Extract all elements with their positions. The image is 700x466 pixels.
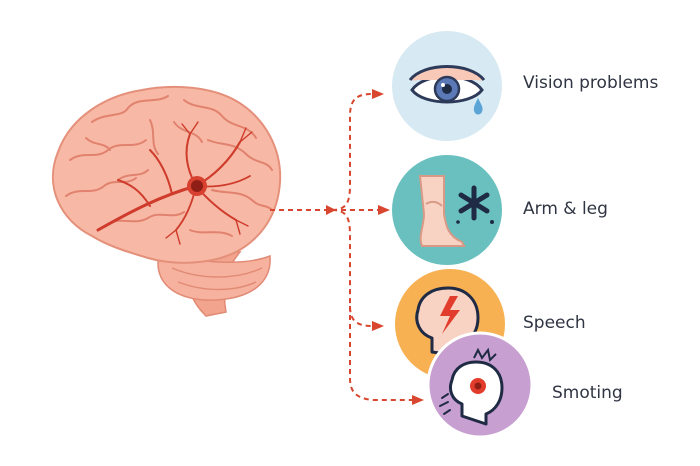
brain-folds: [65, 95, 273, 237]
connector-arrows: [270, 93, 412, 401]
arm-leg-icon-circle: [392, 155, 502, 265]
speech-label: Speech: [523, 313, 586, 333]
leg-pain-icon: [418, 175, 494, 247]
arm-leg-label: Arm & leg: [523, 199, 608, 219]
pain-burst-icon: [458, 185, 490, 221]
brain-illustration: [51, 85, 282, 317]
smoting-icon-group: [426, 331, 534, 439]
eye-tear-icon: [408, 65, 486, 115]
vision-icon-group: [392, 31, 502, 141]
arm-leg-icon-group: [392, 155, 502, 265]
arrowheads: [326, 89, 424, 405]
head-shout-icon: [439, 347, 504, 426]
vision-problems-label: Vision problems: [523, 73, 659, 93]
smoting-label: Smoting: [552, 383, 623, 403]
